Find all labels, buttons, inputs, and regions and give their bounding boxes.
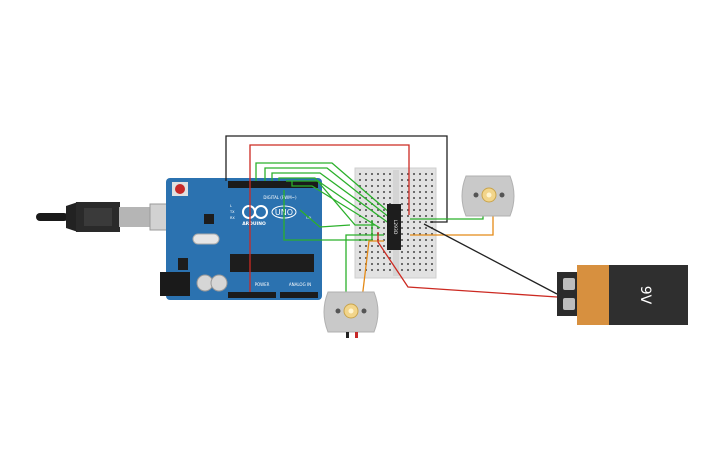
- usb-chip: [204, 214, 214, 224]
- motor-shaft-center: [348, 308, 354, 314]
- wire-green-6: [291, 181, 381, 229]
- motor-shaft-center: [486, 192, 492, 198]
- wire-green-8: [299, 209, 351, 228]
- motor-screw: [473, 192, 479, 198]
- arduino-logo-icon-right: [254, 205, 268, 219]
- atmega-chip: [230, 254, 314, 272]
- capacitor: [210, 274, 228, 292]
- wire-green-3: [271, 172, 391, 225]
- battery-9v[interactable]: 9V: [557, 265, 688, 325]
- motor-screw: [361, 308, 367, 314]
- power-jack: [160, 272, 190, 296]
- wire-green-2: [264, 167, 391, 219]
- wire-red-battery: [377, 232, 558, 298]
- usb-cable: [36, 202, 187, 232]
- wire-green-4: [278, 177, 375, 226]
- battery-label: 9V: [637, 286, 653, 305]
- wire-orange-motor1-b: [410, 213, 494, 236]
- crystal: [192, 233, 220, 245]
- digital-label: DIGITAL (PWM~): [263, 195, 297, 200]
- wire-red-5v: [249, 144, 410, 292]
- wire-black-battery: [423, 223, 558, 295]
- power-header: [228, 292, 276, 298]
- reset-button[interactable]: [175, 184, 185, 194]
- l293d-driver-ic[interactable]: L293D: [387, 204, 401, 250]
- tx-label: TX: [229, 210, 235, 214]
- wire-black-top-loop: [225, 135, 448, 223]
- motor-screw: [335, 308, 341, 314]
- driver-ic-label: L293D: [392, 220, 398, 235]
- board-brand: ARDUINO: [242, 221, 266, 227]
- motor-screw: [499, 192, 505, 198]
- motor-terminal: [355, 332, 358, 338]
- wire-green-7: [283, 190, 373, 241]
- battery-terminal: [563, 298, 575, 310]
- rx-label: RX: [230, 216, 235, 220]
- motor-terminal: [346, 332, 349, 338]
- analog-header: [280, 292, 318, 298]
- dc-motor-1[interactable]: [461, 175, 515, 217]
- power-label: POWER: [255, 282, 270, 287]
- wire-green-1: [255, 162, 391, 214]
- battery-terminal: [563, 278, 575, 290]
- battery-body: [577, 265, 611, 325]
- battery-cap: [609, 265, 688, 325]
- wires: [225, 135, 558, 333]
- analog-label: ANALOG IN: [289, 282, 311, 287]
- wire-green-5: [286, 180, 361, 211]
- regulator: [178, 258, 188, 270]
- arduino-uno-board[interactable]: UNO ARDUINO DIGITAL (PWM~) POWER ANALOG …: [160, 178, 322, 300]
- l-label: L: [230, 204, 232, 208]
- dc-motor-2[interactable]: [323, 291, 379, 338]
- digital-header: [228, 181, 318, 188]
